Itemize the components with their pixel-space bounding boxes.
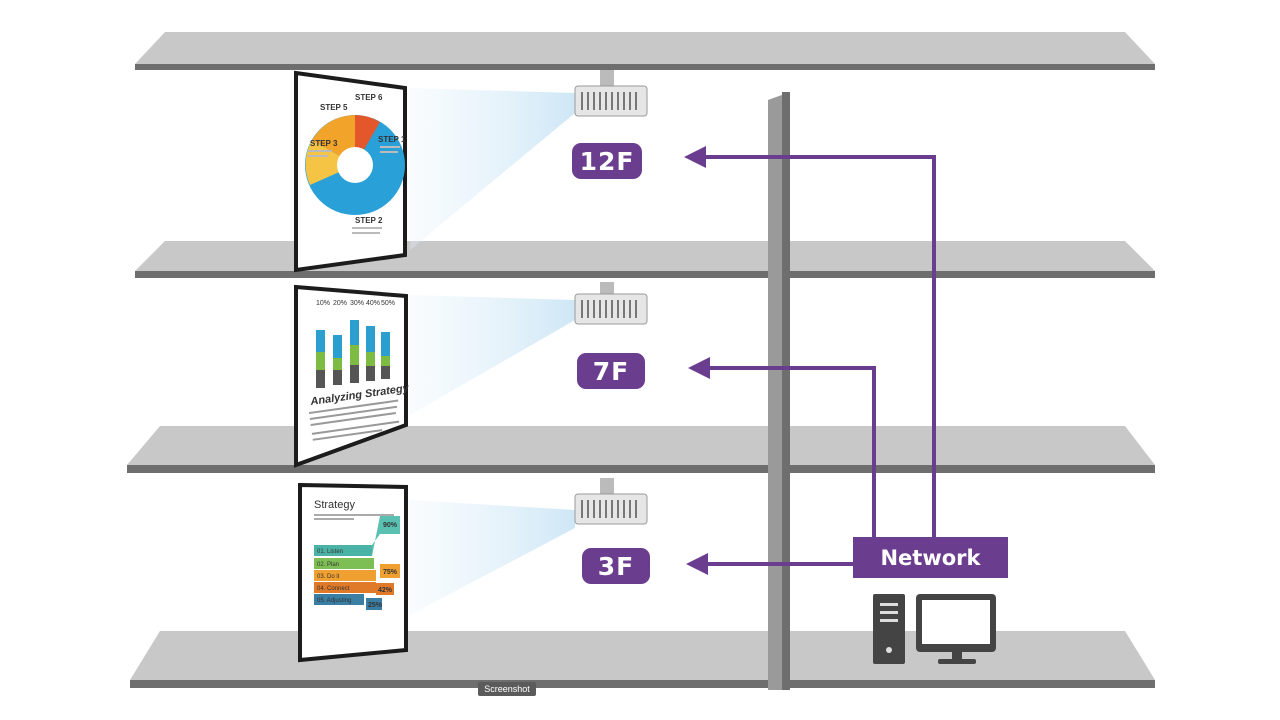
step-6-label: STEP 6 [355, 93, 383, 102]
shelf-roof [135, 32, 1155, 70]
screenshot-badge: Screenshot [478, 682, 536, 696]
beam-12f [410, 88, 575, 250]
projector-12f [574, 70, 648, 117]
percent-75: 75% [383, 569, 398, 576]
strategy-title: Strategy [314, 499, 355, 511]
arrow-to-3f [686, 553, 708, 575]
screen-3f: Strategy 01. Listen 02. Plan 03. Do it 0… [298, 482, 408, 663]
floor-label-bg-3f [582, 548, 650, 584]
floor-label-7f: 7F [592, 356, 630, 386]
divider-wall [768, 92, 790, 690]
projector-7f [574, 282, 648, 325]
screen-12f: STEP 5 STEP 6 STEP 3 STEP 1 STEP 2 [294, 70, 407, 273]
shelf-floor-3 [130, 631, 1155, 688]
projector-3f [574, 478, 648, 525]
row-listen: 01. Listen [317, 549, 343, 555]
arrow-to-7f [688, 357, 710, 379]
floor-label-bg-12f [572, 143, 642, 179]
floor-label-12f: 12F [579, 146, 635, 176]
floor-label-3f: 3F [597, 551, 635, 581]
percent-label-20: 20% [333, 300, 347, 307]
row-do-it: 03. Do it [317, 574, 340, 580]
network-box-bg [853, 537, 1008, 578]
step-3-label: STEP 3 [310, 139, 338, 148]
mini-bar-chart [316, 320, 390, 388]
step-1-label: STEP 1 [378, 135, 406, 144]
network-connector-lines [700, 155, 936, 566]
percent-label-10: 10% [316, 300, 330, 307]
arrowheads [684, 146, 710, 575]
screen-7f: 10% 20% 30% 40% 50% Analyzing Strategy [294, 284, 410, 468]
step-5-label: STEP 5 [320, 103, 348, 112]
row-connect: 04. Connect [317, 586, 350, 592]
percent-42: 42% [378, 587, 393, 594]
network-label: Network [880, 545, 981, 570]
percent-label-40: 40% [366, 300, 380, 307]
percent-25: 25% [368, 602, 383, 609]
step-2-label: STEP 2 [355, 216, 383, 225]
beam-3f [410, 500, 575, 615]
computer-icon [873, 594, 996, 664]
shelf-floor-7 [127, 426, 1155, 473]
percent-label-50: 50% [381, 300, 395, 307]
percent-90: 90% [383, 522, 398, 529]
percent-label-30: 30% [350, 300, 364, 307]
shelf-floor-12 [135, 241, 1155, 278]
row-adjusting: 05. Adjusting [317, 598, 351, 604]
arrow-to-12f [684, 146, 706, 168]
row-plan: 02. Plan [317, 562, 339, 568]
floor-label-bg-7f [577, 353, 645, 389]
beam-7f [410, 295, 575, 415]
